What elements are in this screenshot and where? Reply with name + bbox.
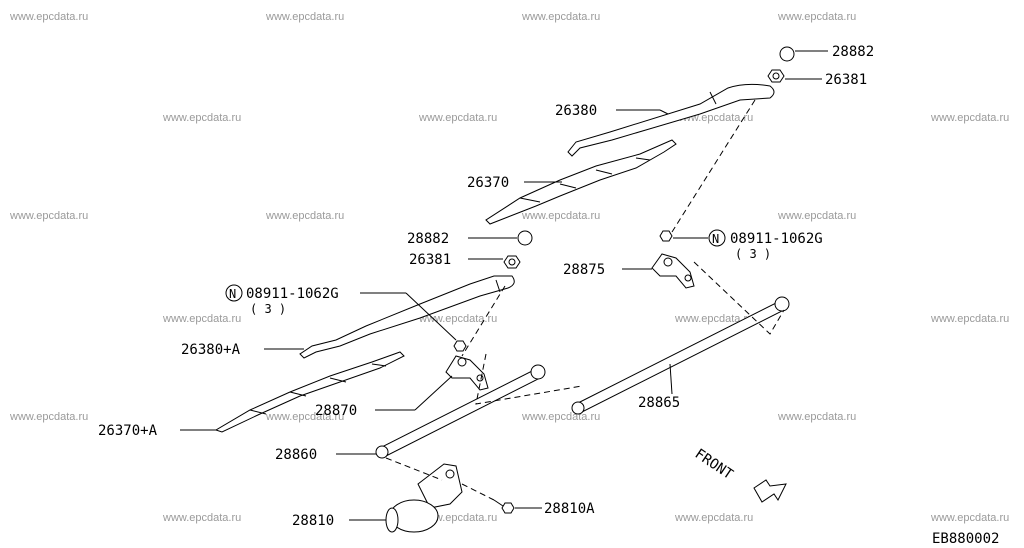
watermark-text: www.epcdata.ru	[930, 512, 1009, 524]
nut-symbol-icon	[225, 284, 243, 302]
watermark-text: www.epcdata.ru	[930, 112, 1009, 124]
label-arm-left: 26380+A	[181, 342, 241, 358]
wiper-blade-right	[485, 139, 677, 225]
watermark-text: www.epcdata.ru	[521, 11, 600, 23]
watermark-text: www.epcdata.ru	[777, 210, 856, 222]
wiper-motor	[349, 463, 463, 533]
nut-left	[468, 255, 521, 269]
label-cap-left: 28882	[407, 231, 449, 247]
watermark-grid: www.epcdata.ru www.epcdata.ru www.epcdat…	[9, 11, 1009, 524]
watermark-text: www.epcdata.ru	[265, 411, 344, 423]
nut-symbol-text: N	[229, 287, 236, 301]
watermark-text: www.epcdata.ru	[777, 11, 856, 23]
label-pivot-right: 28875	[563, 262, 605, 278]
label-motor: 28810	[292, 513, 334, 529]
label-pivot-left: 28870	[315, 403, 357, 419]
nut-symbol-icon	[708, 229, 726, 247]
nut-spec-right: N	[659, 229, 726, 247]
watermark-text: www.epcdata.ru	[162, 512, 241, 524]
nut-symbol-text: N	[712, 232, 719, 246]
label-link-right: 28865	[638, 395, 680, 411]
wiper-blade-left	[180, 351, 405, 433]
assembly-dashes	[385, 99, 785, 501]
front-label: FRONT	[692, 446, 736, 483]
watermark-text: www.epcdata.ru	[930, 313, 1009, 325]
watermark-text: www.epcdata.ru	[265, 210, 344, 222]
label-nut-qty-left: ( 3 )	[250, 302, 286, 316]
watermark-text: www.epcdata.ru	[162, 313, 241, 325]
cap-left	[468, 230, 533, 246]
label-link-left: 28860	[275, 447, 317, 463]
watermark-text: www.epcdata.ru	[674, 512, 753, 524]
label-motor-bolt: 28810A	[544, 501, 595, 517]
watermark-text: www.epcdata.ru	[418, 112, 497, 124]
watermark-text: www.epcdata.ru	[9, 411, 88, 423]
label-nut-spec-left: 08911-1062G	[246, 286, 339, 302]
label-nut-right: 26381	[825, 72, 867, 88]
wiper-arm-left	[264, 275, 515, 359]
wiper-arm-right	[567, 83, 775, 157]
watermark-text: www.epcdata.ru	[265, 11, 344, 23]
cap-right	[779, 46, 828, 62]
label-blade-right: 26370	[467, 175, 509, 191]
watermark-text: www.epcdata.ru	[777, 411, 856, 423]
label-blade-left: 26370+A	[98, 423, 158, 439]
nut-right	[767, 69, 822, 83]
watermark-text: www.epcdata.ru	[521, 411, 600, 423]
label-arm-right: 26380	[555, 103, 597, 119]
pivot-right	[622, 253, 695, 289]
link-rod-right	[571, 296, 790, 415]
motor-bolt	[493, 499, 542, 514]
watermark-text: www.epcdata.ru	[9, 11, 88, 23]
watermark-text: www.epcdata.ru	[162, 112, 241, 124]
diagram-code: EB880002	[932, 531, 999, 547]
label-nut-spec-right: 08911-1062G	[730, 231, 823, 247]
front-arrow-icon	[753, 479, 787, 503]
watermark-text: www.epcdata.ru	[521, 210, 600, 222]
label-nut-left: 26381	[409, 252, 451, 268]
watermark-text: www.epcdata.ru	[674, 313, 753, 325]
nut-spec-left: N	[225, 284, 467, 352]
link-rod-left	[336, 364, 546, 459]
front-arrow: FRONT	[692, 446, 787, 503]
label-nut-qty-right: ( 3 )	[735, 247, 771, 261]
label-cap-right: 28882	[832, 44, 874, 60]
watermark-text: www.epcdata.ru	[418, 313, 497, 325]
pivot-left	[375, 355, 489, 411]
watermark-text: www.epcdata.ru	[9, 210, 88, 222]
